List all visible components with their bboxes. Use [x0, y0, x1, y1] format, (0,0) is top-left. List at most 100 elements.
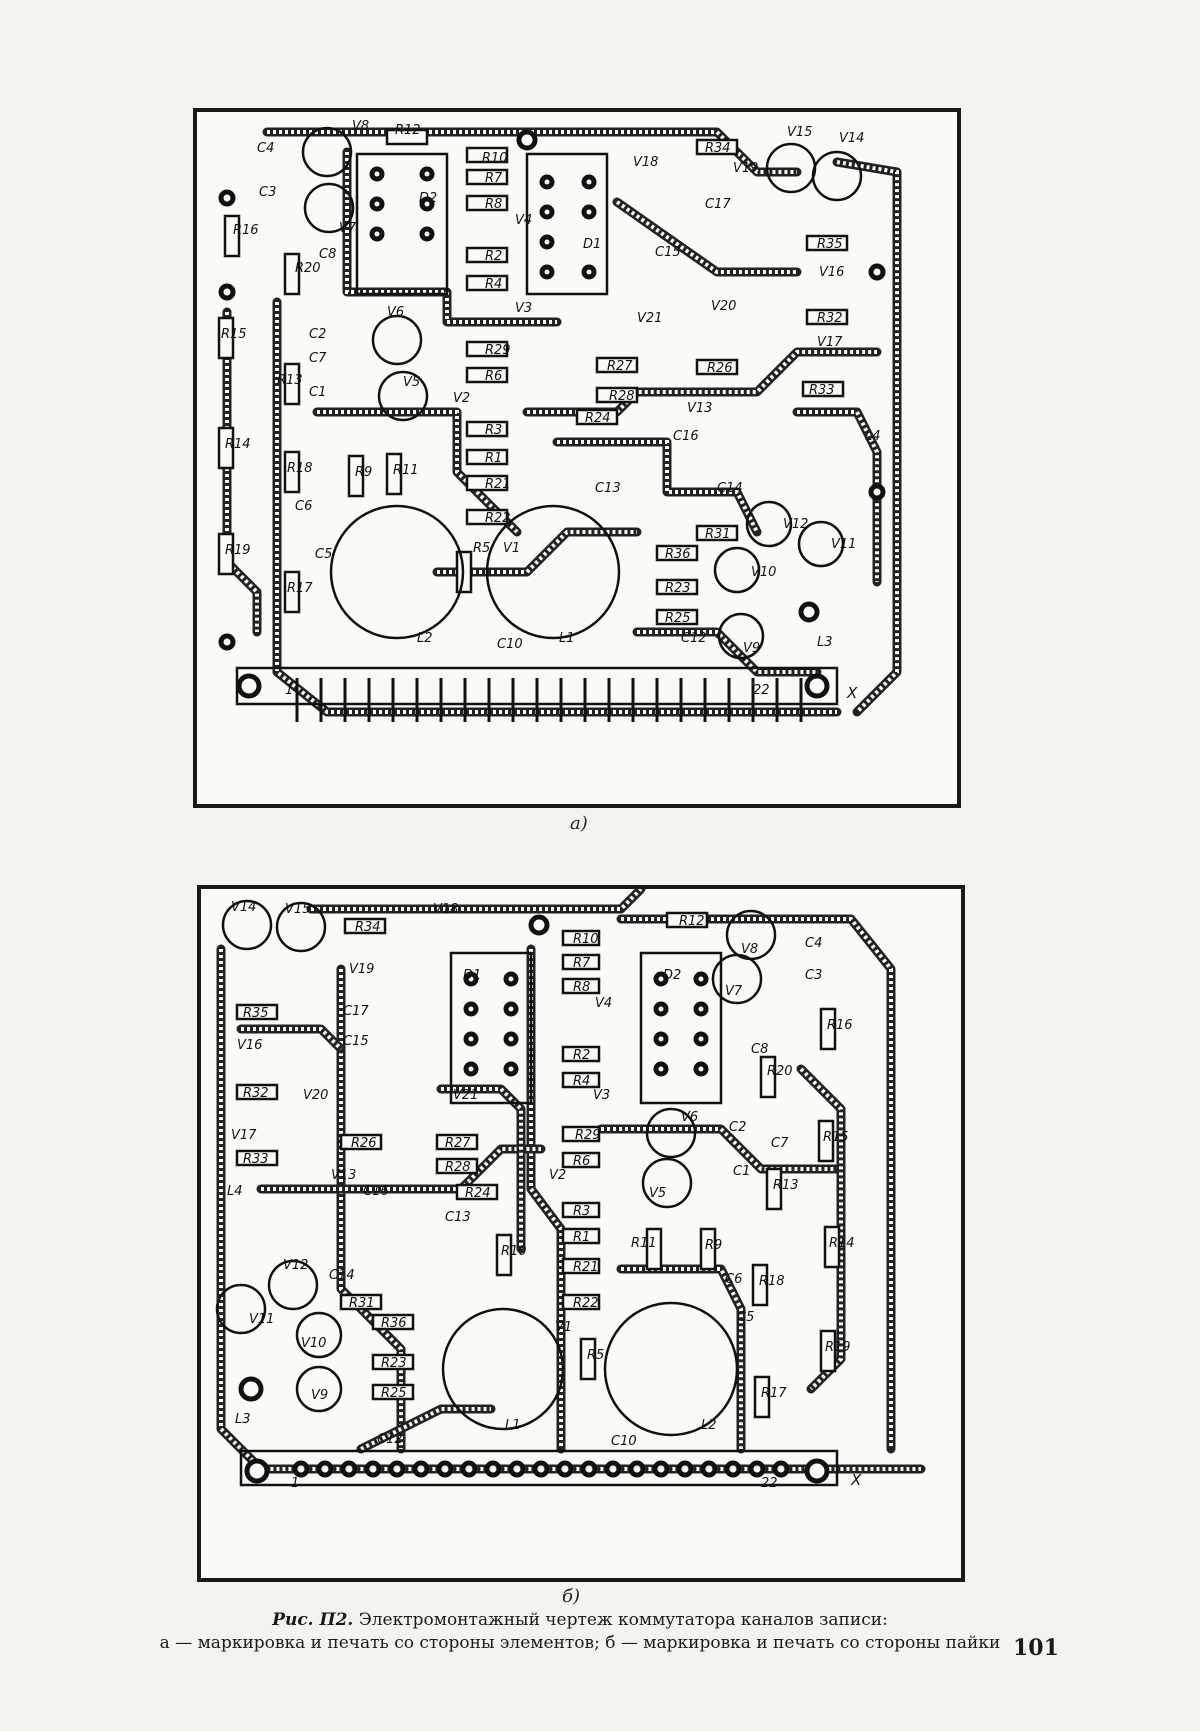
- caption-line-1: Рис. П2. Электромонтажный чертеж коммута…: [40, 1609, 1120, 1632]
- component-label: C5: [315, 548, 332, 561]
- component-label: C13: [445, 1211, 471, 1224]
- component-label: V17: [231, 1129, 256, 1142]
- caption-line-2: а — маркировка и печать со стороны элеме…: [40, 1632, 1120, 1655]
- component-label: R24: [585, 412, 611, 425]
- pcb-artwork-a: [197, 112, 957, 804]
- component-label: R10: [482, 152, 508, 165]
- component-label: V5: [649, 1187, 666, 1200]
- component-label: R16: [233, 224, 259, 237]
- traces-a: [227, 132, 897, 712]
- component-label: L3: [817, 636, 833, 649]
- pcb-drawing-solder-side: V14V15R34V18V19D1R12R10R7R8V4D2V8C4C3V7C…: [197, 885, 965, 1582]
- component-label: V6: [681, 1111, 698, 1124]
- connector-pin-last-a: 22: [753, 684, 770, 697]
- component-label: R23: [665, 582, 691, 595]
- component-label: V5: [403, 376, 420, 389]
- component-label: R4: [573, 1075, 590, 1088]
- component-label: R27: [607, 360, 633, 373]
- component-label: R26: [707, 362, 733, 375]
- component-label: R20: [295, 262, 321, 275]
- component-label: C7: [771, 1137, 788, 1150]
- component-label: R34: [355, 921, 381, 934]
- component-label: C13: [595, 482, 621, 495]
- component-label: C8: [319, 248, 336, 261]
- component-label: R17: [287, 582, 313, 595]
- component-label: R23: [381, 1357, 407, 1370]
- component-label: L3: [235, 1413, 251, 1426]
- component-label: R1: [485, 452, 502, 465]
- component-label: R17: [761, 1387, 787, 1400]
- component-label: L4: [227, 1185, 243, 1198]
- component-label: C6: [295, 500, 312, 513]
- component-label: R33: [809, 384, 835, 397]
- component-label: R5: [473, 542, 490, 555]
- component-label: V16: [819, 266, 844, 279]
- component-label: C12: [681, 632, 707, 645]
- component-label: R32: [817, 312, 843, 325]
- component-label: R29: [575, 1129, 601, 1142]
- component-label: R11: [631, 1237, 657, 1250]
- component-label: R13: [277, 374, 303, 387]
- component-label: C7: [309, 352, 326, 365]
- component-label: V2: [549, 1169, 566, 1182]
- component-label: R6: [485, 370, 502, 383]
- component-label: R12: [395, 124, 421, 137]
- component-label: R26: [351, 1137, 377, 1150]
- component-label: R21: [485, 478, 511, 491]
- component-label: R31: [705, 528, 731, 541]
- component-label: D1: [583, 238, 601, 251]
- component-label: C1: [733, 1165, 750, 1178]
- component-label: V14: [839, 132, 864, 145]
- component-label: V2: [453, 392, 470, 405]
- component-label: R2: [485, 250, 502, 263]
- component-label: R14: [829, 1237, 855, 1250]
- component-label: R5: [587, 1349, 604, 1362]
- component-label: R18: [759, 1275, 785, 1288]
- component-label: R32: [243, 1087, 269, 1100]
- component-label: R34: [705, 142, 731, 155]
- component-label: V11: [831, 538, 856, 551]
- component-label: L1: [505, 1419, 521, 1432]
- component-label: R29: [485, 344, 511, 357]
- component-label: R16: [827, 1019, 853, 1032]
- component-label: C2: [309, 328, 326, 341]
- component-label: R8: [573, 981, 590, 994]
- component-label: C10: [611, 1435, 637, 1448]
- component-label: V3: [515, 302, 532, 315]
- figure-number: Рис. П2.: [272, 1610, 353, 1630]
- component-label: V8: [352, 120, 369, 133]
- component-label: V19: [733, 162, 758, 175]
- component-label: R19: [825, 1341, 851, 1354]
- component-label: R28: [609, 390, 635, 403]
- component-label: V16: [237, 1039, 262, 1052]
- component-label: R7: [485, 172, 502, 185]
- component-label: V4: [595, 997, 612, 1010]
- component-label: R6: [573, 1155, 590, 1168]
- component-label: V19: [349, 963, 374, 976]
- component-label: R14: [225, 438, 251, 451]
- figure-title: Электромонтажный чертеж коммутатора кана…: [359, 1610, 888, 1630]
- component-label: R18: [287, 462, 313, 475]
- component-label: R12: [679, 915, 705, 928]
- component-label: L2: [701, 1419, 717, 1432]
- connector-pin-first-a: 1: [285, 684, 293, 697]
- pcb-drawing-component-side: V8R12C4C3V7C8R16R20D2R10R7R8V4R2R4V3D1V1…: [193, 108, 961, 808]
- component-label: V10: [301, 1337, 326, 1350]
- component-label: R25: [381, 1387, 407, 1400]
- component-label: V18: [633, 156, 658, 169]
- connector-label-a: X: [847, 686, 857, 701]
- component-label: L1: [559, 632, 575, 645]
- component-label: R10: [573, 933, 599, 946]
- sublabel-a: а): [570, 813, 588, 834]
- component-label: V12: [283, 1259, 308, 1272]
- component-label: V18: [433, 903, 458, 916]
- component-label: D2: [419, 192, 437, 205]
- component-label: R15: [823, 1131, 849, 1144]
- connector-pads-b: [295, 1463, 787, 1475]
- component-label: C17: [343, 1005, 369, 1018]
- component-label: R9: [355, 466, 372, 479]
- component-label: C4: [257, 142, 274, 155]
- component-label: V15: [787, 126, 812, 139]
- figure-caption: Рис. П2. Электромонтажный чертеж коммута…: [40, 1609, 1120, 1655]
- component-label: R13: [773, 1179, 799, 1192]
